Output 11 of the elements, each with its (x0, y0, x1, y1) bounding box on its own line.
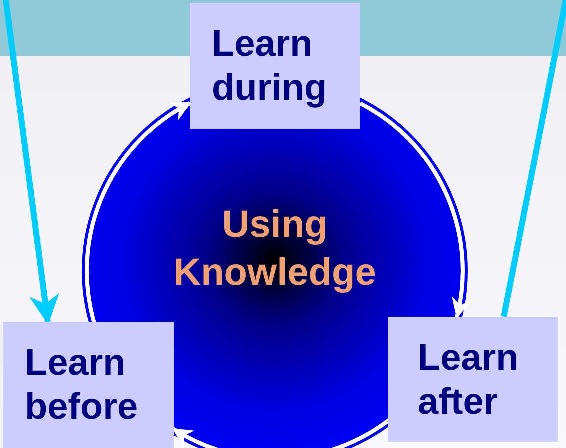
circle-label: Using Knowledge (172, 202, 378, 296)
arrow (85, 102, 192, 322)
stage-box (190, 3, 360, 129)
stage-box (3, 322, 174, 448)
arrow (359, 102, 471, 318)
arrow (172, 420, 389, 448)
stage-label: Learn before (25, 341, 140, 429)
arrow (3, 0, 60, 325)
stage-box (388, 317, 558, 442)
stage-label: Learn after (418, 336, 520, 424)
stage-label: Learn during (212, 22, 328, 110)
